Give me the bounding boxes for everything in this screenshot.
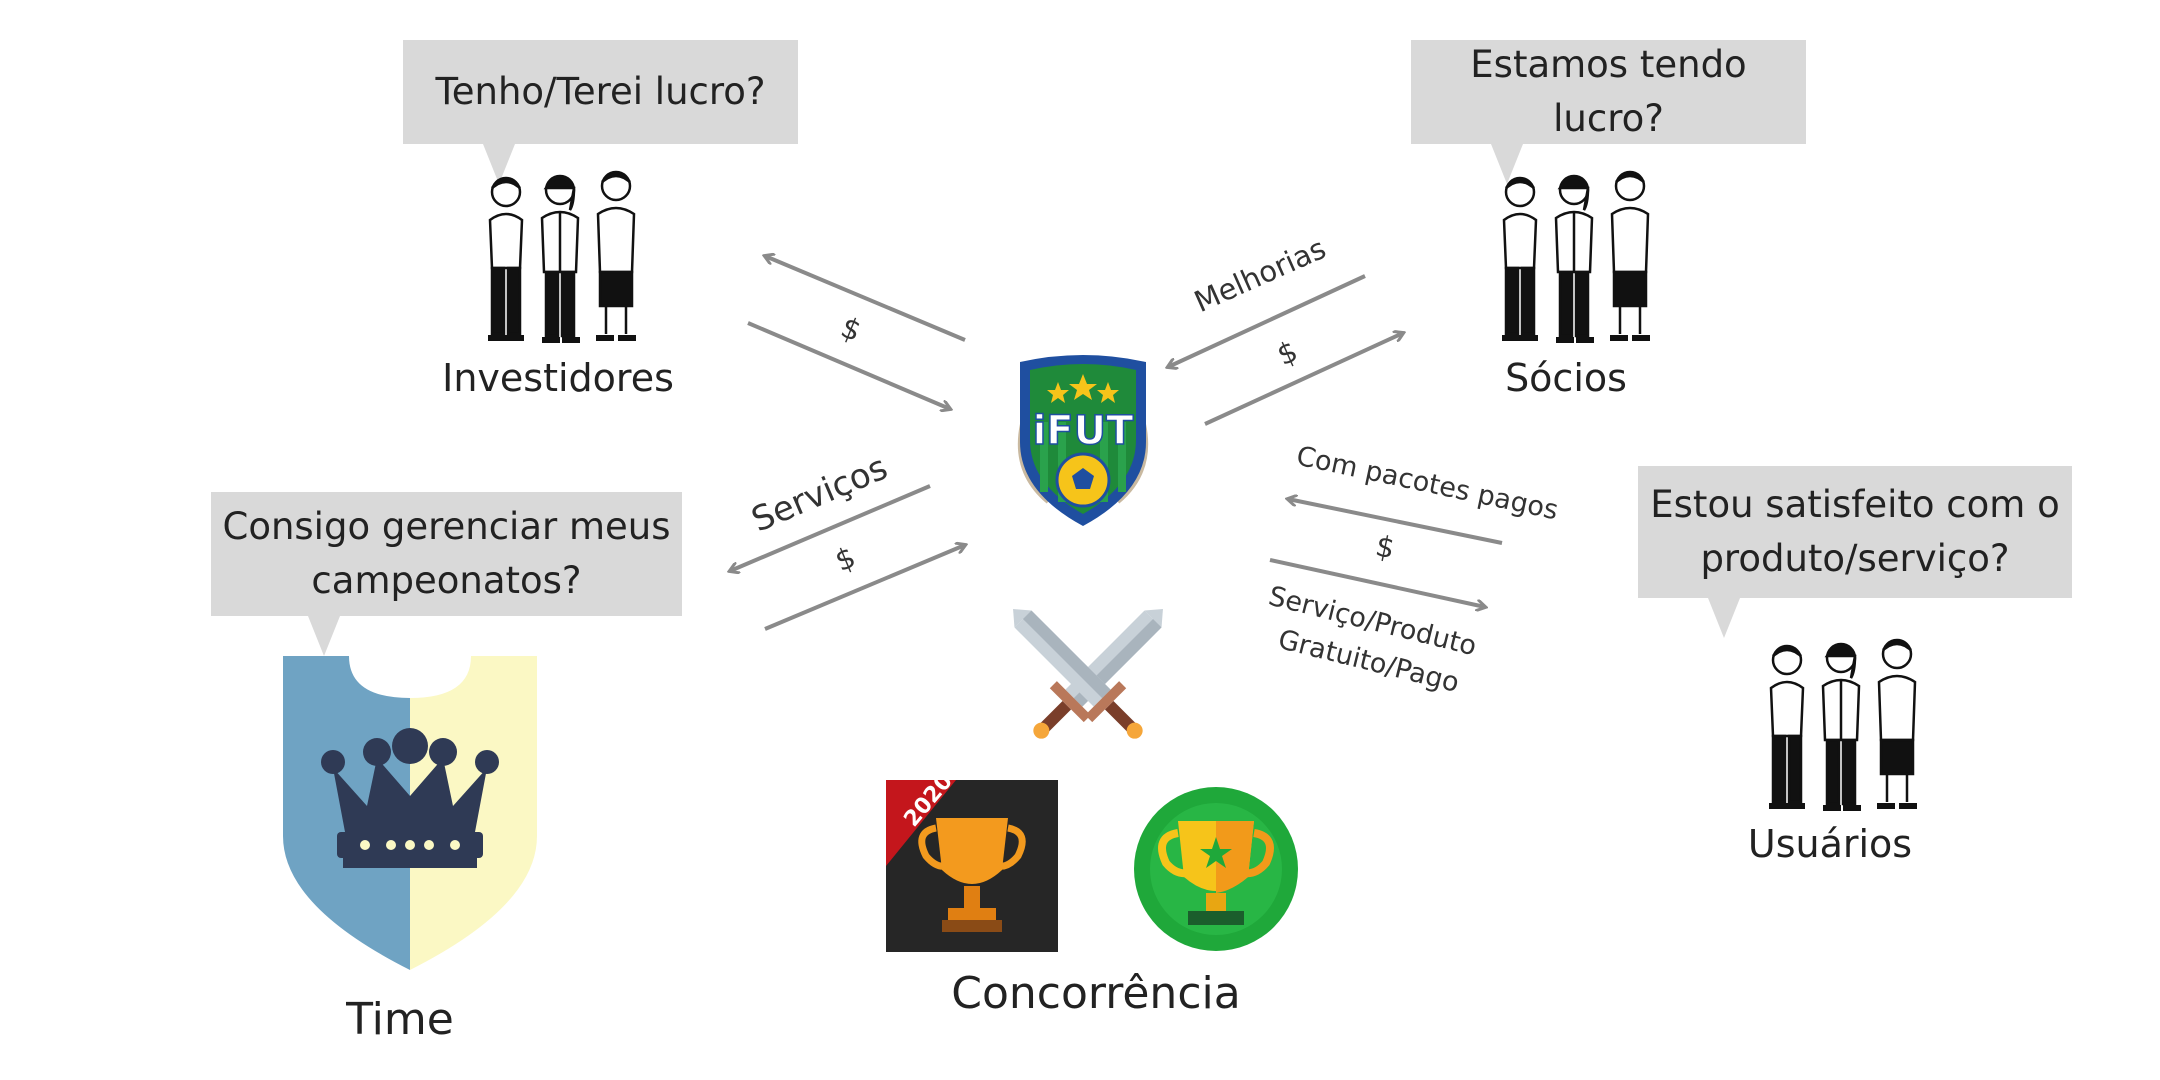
bubble-socios-text: Estamos tendo lucro? <box>1470 43 1747 140</box>
label-investidores: Investidores <box>442 356 674 400</box>
team-shield-icon <box>283 656 537 970</box>
label-time: Time <box>346 994 454 1045</box>
bubble-investidores-text: Tenho/Terei lucro? <box>435 70 766 113</box>
arrow-logo-to-time <box>730 484 931 571</box>
crossed-swords-icon <box>1013 609 1163 739</box>
label-socios: Sócios <box>1505 356 1627 400</box>
bubble-socios: Estamos tendo lucro? <box>1411 40 1806 184</box>
arrow-logo-to-socios <box>1204 333 1403 426</box>
bubble-investidores: Tenho/Terei lucro? <box>403 40 798 184</box>
bubble-usuarios: Estou satisfeito com o produto/serviço? <box>1638 466 2072 638</box>
people-socios-icon <box>1488 168 1668 354</box>
arrow-usuarios-to-logo <box>1288 499 1503 545</box>
label-concorrencia: Concorrência <box>951 968 1241 1019</box>
label-usuarios: Usuários <box>1747 822 1913 866</box>
ifut-logo-text: iFUT <box>1033 408 1135 454</box>
bubble-time-line1: Consigo gerenciar meus <box>222 505 671 548</box>
arrow-time-to-logo <box>764 545 965 631</box>
ifut-logo-icon: iFUT <box>1017 355 1149 526</box>
competitor-app-green-icon <box>1134 787 1298 951</box>
arrow-investidores-to-logo <box>747 321 950 409</box>
arrow-socios-to-logo <box>1168 274 1366 367</box>
bubble-usuarios-line1: Estou satisfeito com o <box>1650 483 2060 526</box>
bubble-time: Consigo gerenciar meus campeonatos? <box>211 492 682 656</box>
bubble-usuarios-line2: produto/serviço? <box>1700 537 2010 580</box>
people-investidores-icon <box>488 170 636 343</box>
competitor-app-dark-icon: 2020 <box>886 769 1058 952</box>
arrow-logo-to-investidores <box>765 256 966 342</box>
arrow-logo-to-usuarios <box>1269 558 1485 607</box>
bubble-time-line2: campeonatos? <box>311 559 582 602</box>
people-usuarios-icon <box>1755 636 1935 822</box>
